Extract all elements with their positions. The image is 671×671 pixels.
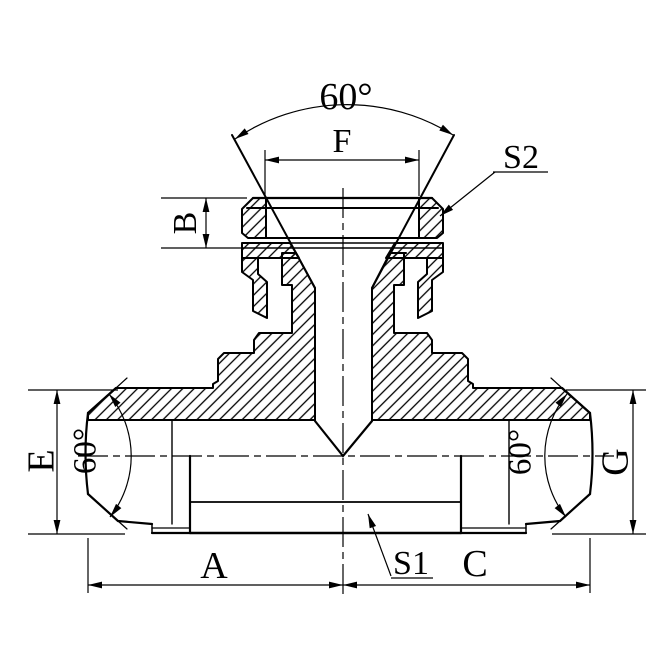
right-bottom-chamfer (524, 492, 592, 526)
dim-arc-top-60 (234, 104, 454, 140)
left-bottom-chamfer (86, 492, 154, 526)
s1-leader (367, 513, 392, 577)
label-e: E (20, 449, 62, 472)
section-body-right (371, 252, 591, 421)
flare-cone-line-right (371, 134, 455, 289)
section-nut-left-skirt (241, 257, 268, 319)
flare-cone-line-left (231, 134, 316, 289)
centerlines (78, 188, 614, 596)
right-top-chamfer-ext (550, 377, 563, 389)
label-s2: S2 (503, 139, 539, 176)
dim-arc-right-60 (544, 393, 568, 518)
s2-leader (439, 171, 496, 217)
right-bottom-chamfer-ext (550, 520, 561, 530)
label-a: A (200, 545, 228, 587)
left-end-face (84, 411, 90, 496)
dimension-lines (28, 104, 646, 593)
label-c: C (462, 543, 487, 585)
label-s1: S1 (393, 545, 429, 582)
section-nut-left-wall (241, 197, 267, 239)
left-top-chamfer-ext (115, 377, 128, 389)
left-bottom-chamfer-ext (117, 520, 128, 530)
part-outlines (84, 134, 594, 535)
dimension-labels: 60° F S2 B E 60° 60° G A S1 C (20, 76, 636, 587)
label-top-angle: 60° (319, 76, 372, 118)
left-top-chamfer (86, 386, 118, 415)
hatched-sections (87, 197, 591, 421)
label-right-angle: 60° (503, 429, 539, 475)
label-f: F (333, 123, 352, 160)
label-b: B (167, 212, 204, 235)
right-end-face (588, 411, 594, 496)
section-nut-left-base (241, 242, 300, 259)
label-g: G (594, 448, 636, 475)
right-top-chamfer (560, 386, 592, 415)
section-body-left (87, 252, 316, 421)
dim-arc-left-60 (108, 393, 132, 518)
bore-drill-point (313, 419, 374, 458)
label-left-angle: 60° (68, 428, 104, 474)
section-nut-right-wall (418, 197, 444, 239)
section-nut-right-skirt (417, 257, 444, 319)
